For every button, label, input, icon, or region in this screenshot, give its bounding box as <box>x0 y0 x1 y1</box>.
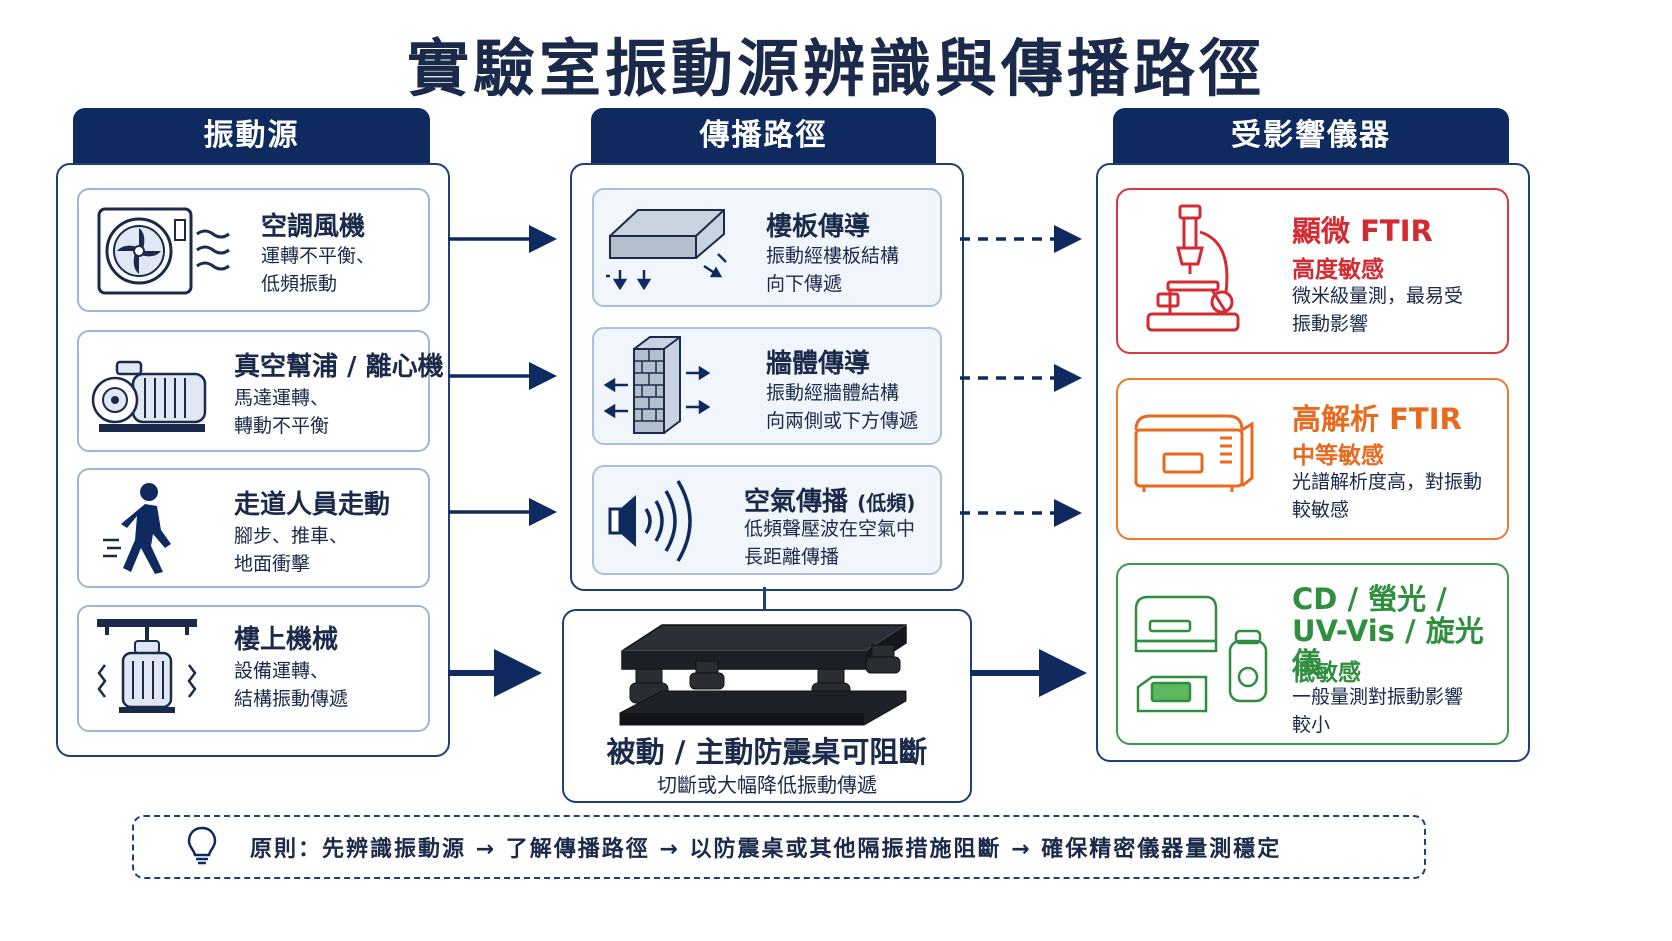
path-title: 空氣傳播 (低頻) <box>744 487 916 517</box>
instrument-desc: 一般量測對振動影響 較小 <box>1292 686 1464 736</box>
instrument-card-high-res-ftir: 高解析 FTIR 中等敏感 光譜解析度高，對振動 較敏感 <box>1116 378 1509 540</box>
microscope-icon <box>1140 202 1250 338</box>
path-desc: 振動經樓板結構 向下傳遞 <box>766 245 900 295</box>
source-desc: 設備運轉、 結構振動傳遞 <box>234 660 349 710</box>
instrument-desc: 微米級量測，最易受 振動影響 <box>1292 285 1464 335</box>
anti-vibration-table-icon <box>614 621 914 737</box>
source-card-ac-fan: 空調風機 運轉不平衡、 低頻振動 <box>77 188 430 312</box>
page-title: 實驗室振動源辨識與傳播路徑 <box>406 32 1265 105</box>
source-card-pump: 真空幫浦 / 離心機 馬達運轉、 轉動不平衡 <box>77 330 444 452</box>
connector-line <box>763 587 766 609</box>
source-desc: 運轉不平衡、 低頻振動 <box>261 245 376 295</box>
sources-header: 振動源 <box>73 108 430 164</box>
path-title: 樓板傳導 <box>766 212 871 242</box>
instrument-title: 高解析 FTIR <box>1292 402 1462 436</box>
isolation-desc: 切斷或大幅降低振動傳遞 <box>657 773 877 797</box>
lightbulb-icon <box>186 825 218 867</box>
source-desc: 腳步、推車、 地面衝擊 <box>234 525 349 575</box>
instruments-header: 受影響儀器 <box>1113 108 1509 164</box>
path-title-sub: (低頻) <box>857 491 916 515</box>
instrument-sensitivity: 中等敏感 <box>1292 443 1384 469</box>
brick-wall-icon <box>604 335 714 437</box>
ac-fan-icon <box>97 206 232 296</box>
paths-header: 傳播路徑 <box>591 108 936 164</box>
lab-instruments-icon <box>1130 583 1280 723</box>
source-card-walking: 走道人員走動 腳步、推車、 地面衝擊 <box>77 468 430 588</box>
path-card-air: 空氣傳播 (低頻) 低頻聲壓波在空氣中 長距離傳播 <box>592 465 942 575</box>
source-title: 樓上機械 <box>234 625 339 655</box>
walking-person-icon <box>101 480 191 576</box>
instrument-title: 顯微 FTIR <box>1292 214 1433 248</box>
path-desc: 振動經牆體結構 向兩側或下方傳遞 <box>766 382 919 432</box>
path-desc: 低頻聲壓波在空氣中 長距離傳播 <box>744 518 916 568</box>
instrument-desc: 光譜解析度高，對振動 較敏感 <box>1292 471 1483 521</box>
instrument-title: CD / 螢光 / UV-Vis / 旋光儀 <box>1292 582 1484 680</box>
overhead-machine-icon <box>93 615 203 719</box>
isolation-box: 被動 / 主動防震桌可阻斷 切斷或大幅降低振動傳遞 <box>562 609 972 803</box>
speaker-sound-icon <box>606 479 706 563</box>
source-title: 真空幫浦 / 離心機 <box>234 352 444 382</box>
instrument-card-microscope-ftir: 顯微 FTIR 高度敏感 微米級量測，最易受 振動影響 <box>1116 188 1509 354</box>
instrument-sensitivity: 高度敏感 <box>1292 257 1384 283</box>
path-title: 牆體傳導 <box>766 349 871 379</box>
pump-icon <box>89 348 214 438</box>
source-title: 走道人員走動 <box>234 490 391 520</box>
path-card-floor: 樓板傳導 振動經樓板結構 向下傳遞 <box>592 188 942 307</box>
source-desc: 馬達運轉、 轉動不平衡 <box>234 387 330 437</box>
source-title: 空調風機 <box>261 212 366 242</box>
instrument-sensitivity: 低敏感 <box>1292 660 1361 686</box>
ftir-spectrometer-icon <box>1132 408 1258 498</box>
isolation-title: 被動 / 主動防震桌可阻斷 <box>606 735 928 769</box>
floor-slab-icon <box>604 204 734 290</box>
principle-footer: 原則：先辨識振動源 → 了解傳播路徑 → 以防震桌或其他隔振措施阻斷 → 確保精… <box>132 815 1426 879</box>
principle-text: 原則：先辨識振動源 → 了解傳播路徑 → 以防震桌或其他隔振措施阻斷 → 確保精… <box>250 837 1282 862</box>
source-card-overhead: 樓上機械 設備運轉、 結構振動傳遞 <box>77 605 430 732</box>
instrument-card-cd-fluorescence-uvvis: CD / 螢光 / UV-Vis / 旋光儀 低敏感 一般量測對振動影響 較小 <box>1116 563 1509 745</box>
path-card-wall: 牆體傳導 振動經牆體結構 向兩側或下方傳遞 <box>592 327 942 445</box>
